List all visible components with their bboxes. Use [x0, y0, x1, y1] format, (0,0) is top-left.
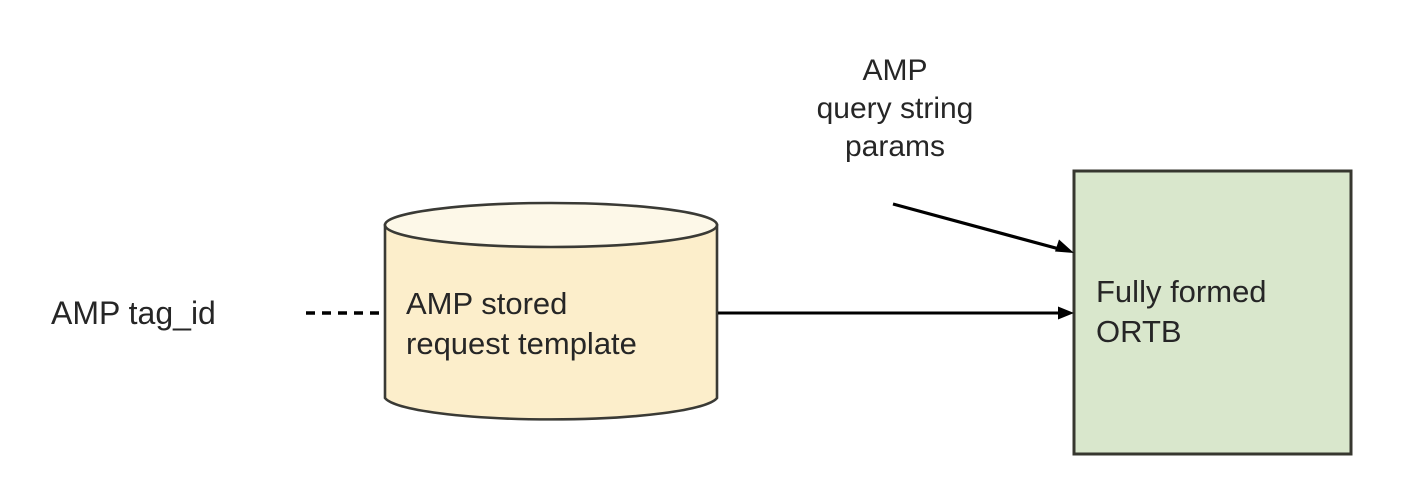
cylinder-text-line-2: request template: [406, 326, 637, 361]
cylinder-shape[interactable]: [383, 201, 719, 421]
arrow-params-to-ortb: [892, 202, 1074, 253]
ortb-text-line-2: ORTB: [1096, 314, 1182, 349]
query-params-line-1: AMP: [862, 54, 928, 87]
label-amp-tag-id: AMP tag_id: [51, 295, 216, 331]
label-query-string-params: AMP query string params: [775, 52, 1015, 166]
cylinder-text-line-1: AMP stored: [406, 286, 568, 321]
ortb-text-line-1: Fully formed: [1096, 274, 1267, 309]
query-params-line-2: query string: [816, 92, 974, 125]
query-params-line-3: params: [844, 130, 946, 163]
ortb-box-shape[interactable]: [1072, 169, 1353, 456]
label-cylinder-text: AMP stored request template: [406, 284, 637, 364]
cylinder-body: [383, 223, 719, 421]
cylinder-top-ellipse: [383, 201, 719, 249]
arrow-cylinder-to-ortb: [718, 306, 1074, 320]
